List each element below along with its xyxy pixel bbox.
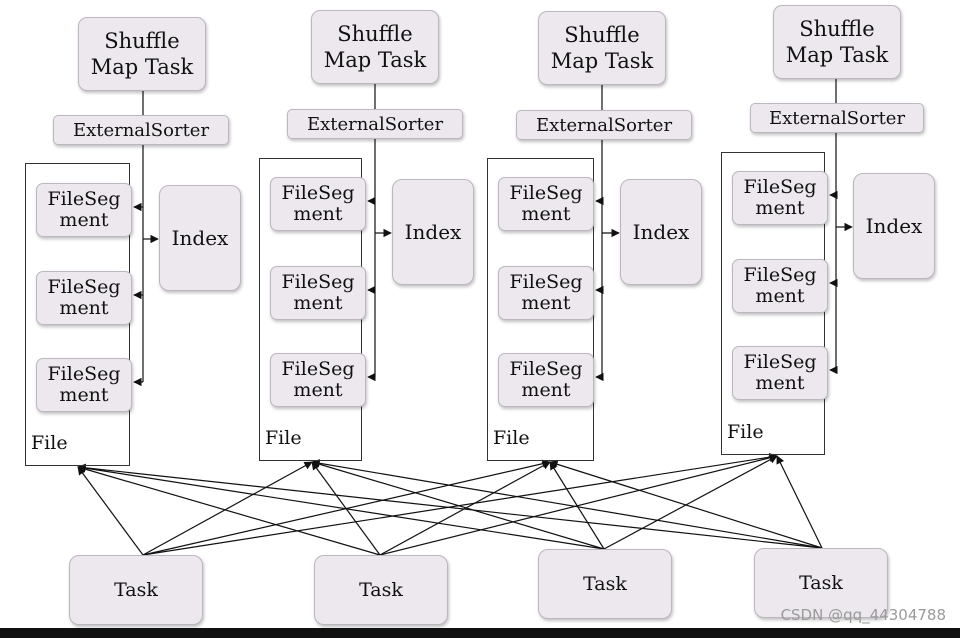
reduce-task-box: Task [314,555,448,625]
fetch-arrow [142,461,313,556]
fetch-arrow [77,466,144,556]
file-segment-box: FileSeg ment [732,259,828,313]
file-segment-box: FileSeg ment [36,358,132,412]
file-segment-label: FileSeg ment [743,176,817,219]
file-segment-label: FileSeg ment [743,264,817,307]
shuffle-map-task-line2: Map Task [550,49,654,73]
shuffle-map-task-line1: Shuffle [799,17,875,41]
shuffle-map-task-line2: Map Task [323,48,427,72]
fetch-arrow [311,459,823,549]
file-segment-box: FileSeg ment [36,271,132,325]
fetch-arrow [776,455,823,549]
file-label: File [31,432,68,454]
fetch-arrow [549,460,823,549]
file-segment-label: FileSeg ment [743,351,817,394]
fetch-arrow [311,460,605,550]
file-segment-box: FileSeg ment [270,177,366,231]
file-segment-label: FileSeg ment [509,182,583,225]
bottom-bar [0,628,960,638]
file-label: File [727,421,764,443]
file-segment-label: FileSeg ment [281,271,355,314]
fetch-arrow [379,461,551,556]
fetch-arrow [379,453,778,556]
reduce-task-box: Task [538,549,672,619]
file-segment-label: FileSeg ment [47,276,121,319]
file-segment-label: FileSeg ment [281,358,355,401]
fetch-arrow [77,463,823,549]
external-sorter-box: ExternalSorter [516,110,692,140]
file-segment-box: FileSeg ment [36,183,132,237]
file-segment-box: FileSeg ment [732,171,828,225]
index-box: Index [853,173,935,279]
file-segment-box: FileSeg ment [270,266,366,320]
fetch-arrow [77,464,605,550]
watermark-text: CSDN @qq_44304788 [780,606,946,624]
file-segment-label: FileSeg ment [509,271,583,314]
file-segment-box: FileSeg ment [498,353,594,407]
shuffle-map-task-line2: Map Task [90,55,194,79]
fetch-arrow [603,455,778,550]
shuffle-map-task-line1: Shuffle [564,23,640,47]
file-segment-box: FileSeg ment [498,266,594,320]
shuffle-map-task-line1: Shuffle [104,29,180,53]
external-sorter-box: ExternalSorter [53,115,229,145]
file-segment-label: FileSeg ment [509,358,583,401]
index-box: Index [620,179,702,285]
file-label: File [493,427,530,449]
fetch-arrow [549,461,605,550]
file-segment-box: FileSeg ment [270,353,366,407]
index-box: Index [392,179,474,285]
external-sorter-box: ExternalSorter [287,109,463,139]
fetch-arrow [77,465,381,556]
file-segment-box: FileSeg ment [498,177,594,231]
reduce-task-box: Task [69,555,203,625]
file-label: File [265,427,302,449]
file-segment-label: FileSeg ment [47,188,121,231]
file-segment-box: FileSeg ment [732,346,828,400]
shuffle-map-task-line1: Shuffle [337,22,413,46]
external-sorter-box: ExternalSorter [750,103,924,133]
reduce-task-box: Task [754,548,888,618]
index-box: Index [159,185,241,291]
file-segment-label: FileSeg ment [281,182,355,225]
shuffle-map-task-line2: Map Task [785,43,889,67]
file-segment-label: FileSeg ment [47,363,121,406]
